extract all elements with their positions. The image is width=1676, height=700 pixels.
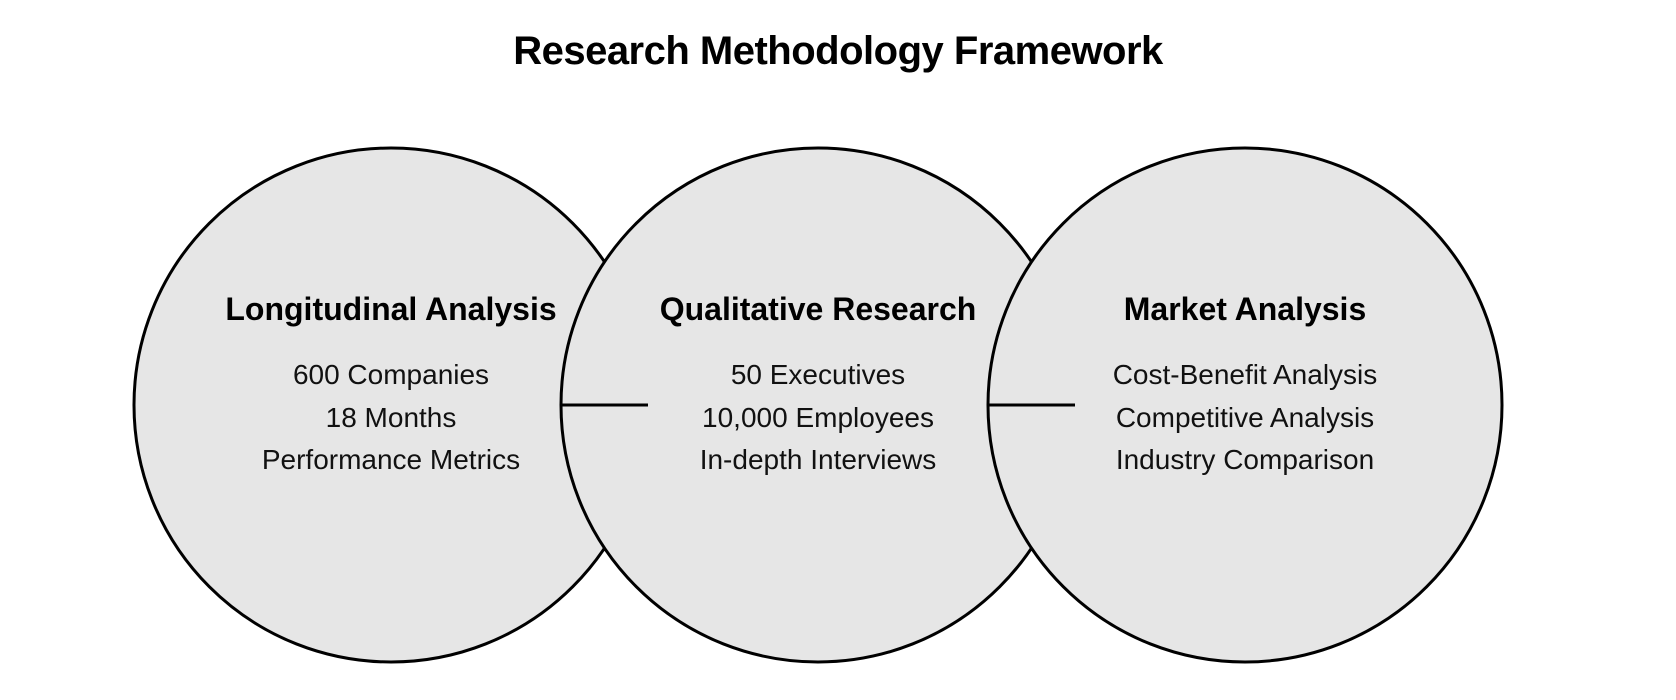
circle-item: 18 Months <box>326 402 457 433</box>
circle-title-1: Longitudinal Analysis <box>225 291 556 327</box>
circle-item: 600 Companies <box>293 359 489 390</box>
circle-item: Cost-Benefit Analysis <box>1113 359 1378 390</box>
circle-item: 10,000 Employees <box>702 402 934 433</box>
circle-title-2: Qualitative Research <box>660 291 977 327</box>
circle-title-3: Market Analysis <box>1124 291 1366 327</box>
circle-item: Industry Comparison <box>1116 444 1374 475</box>
circle-item: Performance Metrics <box>262 444 520 475</box>
circle-item: 50 Executives <box>731 359 905 390</box>
diagram-title: Research Methodology Framework <box>513 29 1164 73</box>
circle-item: In-depth Interviews <box>700 444 937 475</box>
circle-item: Competitive Analysis <box>1116 402 1374 433</box>
